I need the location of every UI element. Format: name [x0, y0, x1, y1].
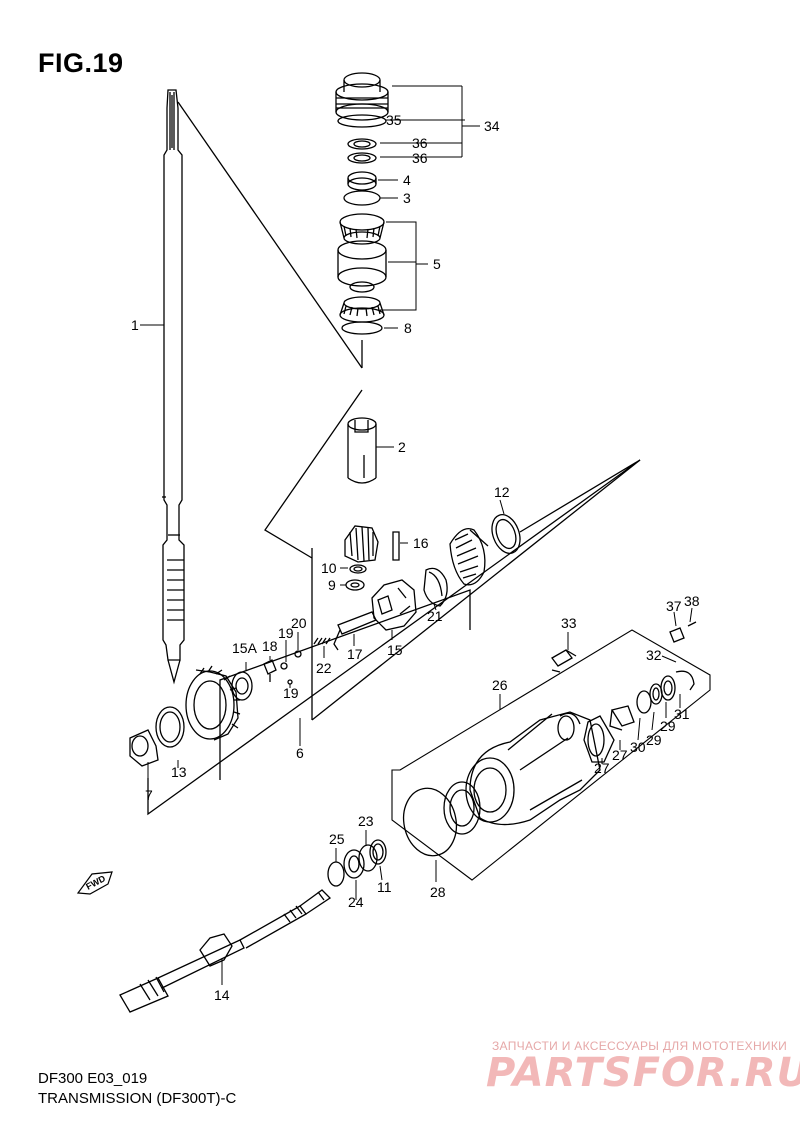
diagram-caption: TRANSMISSION (DF300T)-C — [38, 1090, 237, 1107]
callout-1: 1 — [131, 317, 139, 333]
callout-3: 3 — [403, 190, 411, 206]
callout-27-left: 27 — [594, 760, 610, 776]
callout-36-upper: 36 — [412, 135, 428, 151]
callout-15a: 15A — [232, 640, 258, 656]
callout-33: 33 — [561, 615, 577, 631]
callout-8: 8 — [404, 320, 412, 336]
watermark-logo: PARTSFOR.RU — [486, 1050, 800, 1096]
callout-10: 10 — [321, 560, 337, 576]
callout-2: 2 — [398, 439, 406, 455]
explode-line — [177, 101, 363, 369]
callout-23: 23 — [358, 813, 374, 829]
callout-29-left: 29 — [646, 732, 662, 748]
callout-32: 32 — [646, 647, 662, 663]
callout-35: 35 — [386, 112, 402, 128]
callout-20: 20 — [291, 615, 307, 631]
clutch-dog-part — [371, 579, 417, 631]
callout-4: 4 — [403, 172, 411, 188]
callout-15: 15 — [387, 642, 403, 658]
callout-9: 9 — [328, 577, 336, 593]
callout-25: 25 — [329, 831, 345, 847]
reverse-gear-part — [185, 665, 241, 741]
diagram-code: DF300 E03_019 — [38, 1070, 148, 1087]
callout-21: 21 — [427, 608, 443, 624]
drive-shaft-part — [162, 89, 185, 685]
callout-26: 26 — [492, 677, 508, 693]
watermark-subtitle: ЗАПЧАСТИ И АКСЕССУАРЫ ДЛЯ МОТОТЕХНИКИ — [492, 1039, 788, 1053]
forward-gear-part — [449, 527, 489, 586]
callout-19-lower: 19 — [283, 685, 299, 701]
callout-19-upper: 19 — [278, 625, 294, 641]
gear-case-part — [465, 711, 601, 826]
figure-title: FIG.19 — [38, 48, 124, 78]
callout-37: 37 — [666, 598, 682, 614]
callout-30: 30 — [630, 739, 646, 755]
shaft-spacer-part — [347, 417, 377, 484]
callout-5: 5 — [433, 256, 441, 272]
callout-38: 38 — [684, 593, 700, 609]
callout-17: 17 — [347, 646, 363, 662]
callout-11: 11 — [377, 879, 392, 895]
callout-14: 14 — [214, 987, 230, 1003]
callout-28: 28 — [430, 884, 446, 900]
callout-13: 13 — [171, 764, 187, 780]
callout-16: 16 — [413, 535, 429, 551]
callout-34: 34 — [484, 118, 500, 134]
callout-6: 6 — [296, 745, 304, 761]
callout-29-right: 29 — [660, 718, 676, 734]
propeller-shaft-part — [119, 889, 332, 1013]
callout-31: 31 — [674, 706, 690, 722]
callout-36-lower: 36 — [412, 150, 428, 166]
callout-12: 12 — [494, 484, 510, 500]
pinion-gear-part — [344, 525, 379, 563]
callout-leaders — [140, 85, 693, 985]
callout-22: 22 — [316, 660, 332, 676]
callout-7: 7 — [145, 787, 153, 803]
callout-labels: 1 2 3 4 5 6 7 8 9 10 11 12 13 14 15 15A … — [131, 112, 700, 1003]
callout-24: 24 — [348, 894, 364, 910]
callout-18: 18 — [262, 638, 278, 654]
callout-27-right: 27 — [612, 747, 628, 763]
bearing-stack-upper — [335, 72, 389, 335]
fwd-direction-marker: FWD — [76, 871, 113, 895]
